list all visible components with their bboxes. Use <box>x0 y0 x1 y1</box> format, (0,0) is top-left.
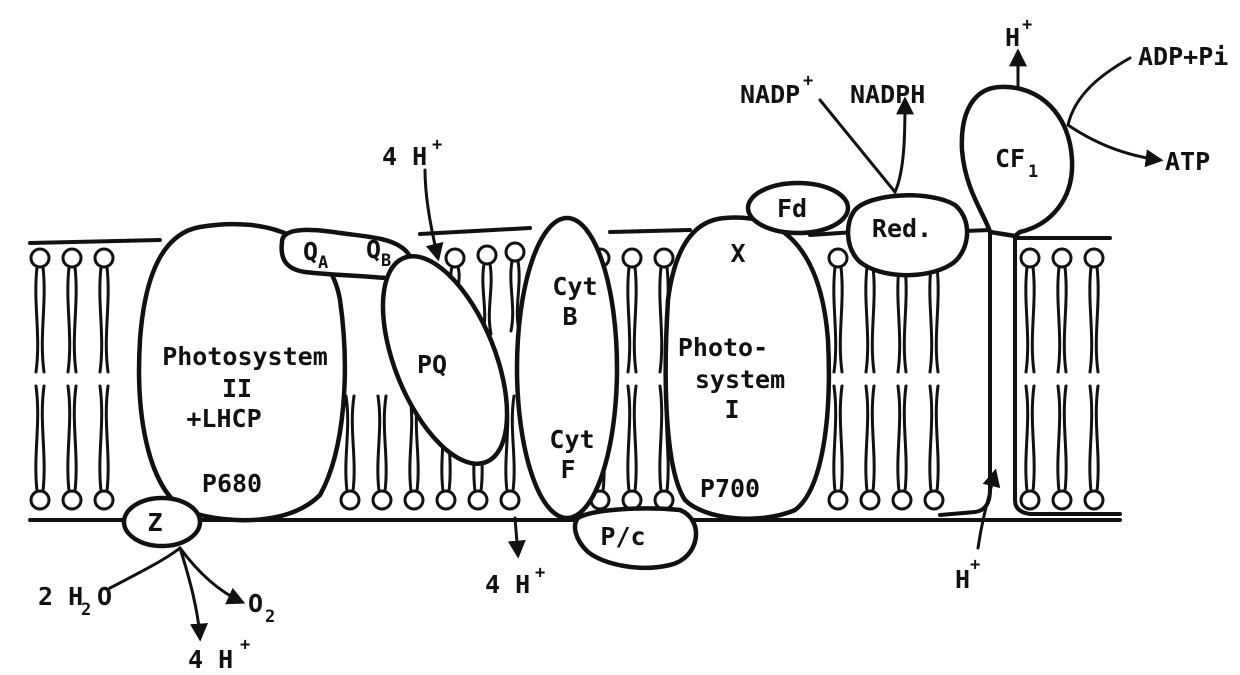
ps2-lhcp: +LHCP <box>186 404 261 433</box>
cyt-b-line2: B <box>562 302 577 331</box>
ps1-line1: Photo- <box>678 333 768 362</box>
water-post: O <box>97 582 112 611</box>
four-h-bottom: 4 H <box>188 645 233 674</box>
lipid-molecule <box>373 396 391 509</box>
lipid-molecule <box>1053 249 1071 372</box>
cyt-f-line2: F <box>560 455 575 484</box>
four-h-bottom-sup: + <box>240 635 250 655</box>
lipid-molecule <box>623 249 641 372</box>
oxygen-label: O <box>248 589 263 618</box>
fd-label: Fd <box>777 194 807 223</box>
pq-label: PQ <box>417 350 447 379</box>
ps1-line2: system <box>695 365 785 394</box>
cyt-f-line1: Cyt <box>549 425 594 454</box>
lipid-molecule <box>31 386 49 509</box>
adp-pi-label: ADP+Pi <box>1138 42 1228 71</box>
cyt-b-line1: Cyt <box>552 272 597 301</box>
lipid-molecule <box>829 249 847 372</box>
lipid-molecule <box>861 386 879 509</box>
lipid-molecule <box>925 386 943 509</box>
water-pre: 2 H <box>38 582 83 611</box>
four-h-top-sup: + <box>432 135 442 155</box>
atp-label: ATP <box>1165 147 1210 176</box>
red-label: Red. <box>872 214 932 243</box>
lipid-molecule <box>893 386 911 509</box>
lipid-molecule <box>31 249 49 372</box>
lipid-molecule <box>1053 386 1071 509</box>
cf1-label: CF <box>995 144 1025 173</box>
h-right-sup: + <box>970 555 980 575</box>
p700-label: P700 <box>700 474 760 503</box>
h-top-label: H <box>1005 23 1020 52</box>
water-sub: 2 <box>81 600 91 620</box>
four-h-mid-sup: + <box>535 563 545 583</box>
nadp-plus-sup: + <box>803 71 813 91</box>
pc-label: P/c <box>600 522 645 551</box>
z-label: Z <box>147 508 162 537</box>
four-h-top: 4 H <box>382 142 427 171</box>
lipid-molecule <box>63 249 81 372</box>
lipid-molecule <box>95 249 113 372</box>
h-top-sup: + <box>1022 15 1032 35</box>
qb-label: Q <box>366 235 381 264</box>
ps1-line3: I <box>724 395 739 424</box>
lipid-molecule <box>1021 249 1039 372</box>
ps2-title: Photosystem <box>162 342 328 371</box>
nadph-label: NADPH <box>850 80 925 109</box>
lipid-molecule <box>829 386 847 509</box>
ps2-roman: II <box>222 374 252 403</box>
lipid-molecule <box>1085 386 1103 509</box>
lipid-molecule <box>95 386 113 509</box>
lipid-molecule <box>623 386 641 509</box>
lipid-molecule <box>1021 386 1039 509</box>
four-h-mid: 4 H <box>485 570 530 599</box>
cf1-sub: 1 <box>1028 162 1038 182</box>
nadp-plus-label: NADP <box>740 80 800 109</box>
x-label: X <box>730 239 745 268</box>
qa-sub: A <box>318 253 328 273</box>
oxygen-sub: 2 <box>265 607 275 627</box>
qa-label: Q <box>303 237 318 266</box>
h-right-label: H <box>955 565 970 594</box>
lipid-molecule <box>63 386 81 509</box>
lipid-molecule <box>1085 249 1103 372</box>
p680-label: P680 <box>202 469 262 498</box>
